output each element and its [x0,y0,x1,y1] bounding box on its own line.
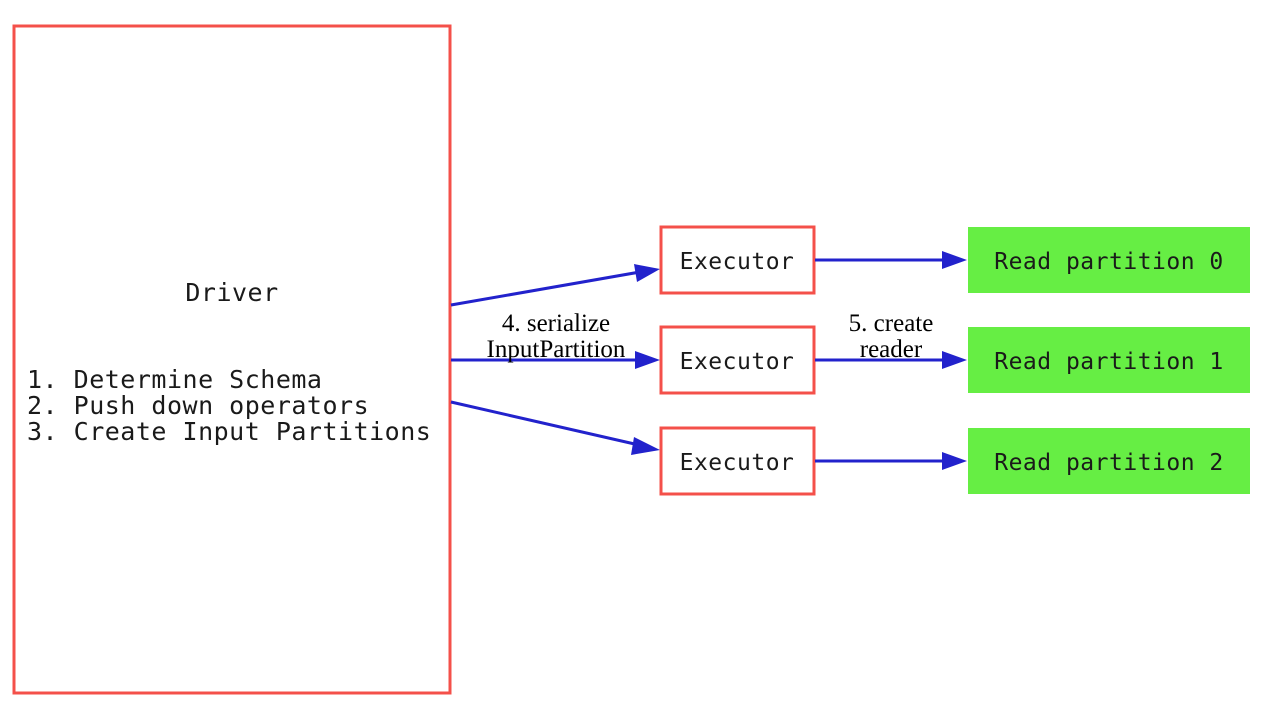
partition-label-2: Read partition 2 [994,450,1224,476]
partition-node-2[interactable]: Read partition 2 [968,428,1250,494]
edge-driver-executor-2 [450,400,640,447]
edge-label-create-reader-line2: reader [860,336,923,363]
partition-node-0[interactable]: Read partition 0 [968,227,1250,293]
arrowhead-executor-partition-0 [942,251,967,269]
driver-title: Driver [185,278,278,307]
driver-step-1: 1. Determine Schema [27,365,322,394]
partition-label-1: Read partition 1 [994,349,1224,375]
arrowhead-driver-executor-1 [635,351,660,369]
arrowhead-driver-executor-0 [634,264,660,282]
executor-label-1: Executor [680,349,795,375]
executor-box-2 [659,426,816,496]
executor-label-0: Executor [680,249,795,275]
executor-label-2: Executor [680,450,795,476]
edge-label-serialize-line1: 4. serialize [502,310,610,337]
partition-node-1[interactable]: Read partition 1 [968,327,1250,393]
driver-to-executor-edges [450,264,660,455]
driver-step-2: 2. Push down operators [27,391,369,420]
executor-box-0 [659,225,816,295]
driver-box-outline [12,24,452,695]
partition-box-2 [968,428,1250,494]
arrowhead-executor-partition-2 [942,452,967,470]
executor-to-partition-edges [815,251,967,470]
edge-driver-executor-0 [450,270,641,307]
arrowhead-driver-executor-2 [631,437,660,455]
edge-label-serialize-line2: InputPartition [487,336,626,363]
edge-label-serialize: 4. serialize InputPartition [487,310,626,363]
executor-box-1 [659,325,816,395]
edge-label-create-reader: 5. create reader [849,310,934,363]
executor-node-1[interactable]: Executor [659,325,816,395]
partition-box-1 [968,327,1250,393]
edge-label-create-reader-line1: 5. create [849,310,934,337]
driver-node[interactable]: Driver 1. Determine Schema 2. Push down … [12,24,452,695]
driver-step-3: 3. Create Input Partitions [27,417,431,446]
partition-box-0 [968,227,1250,293]
executor-node-2[interactable]: Executor [659,426,816,496]
arrowhead-executor-partition-1 [942,351,967,369]
executor-node-0[interactable]: Executor [659,225,816,295]
partition-label-0: Read partition 0 [994,249,1224,275]
